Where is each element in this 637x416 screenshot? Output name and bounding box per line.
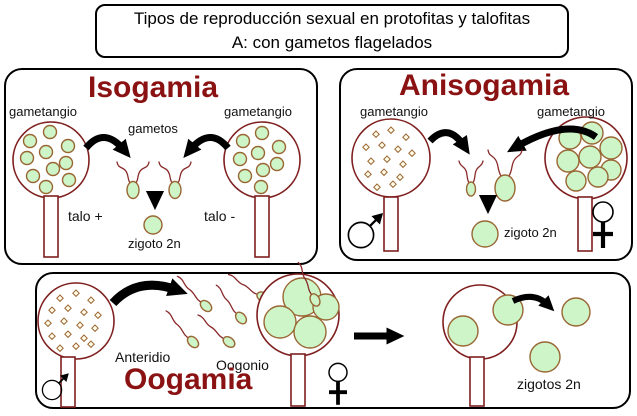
anisogamia-left-arrow — [427, 129, 470, 155]
isogamia-panel — [4, 68, 318, 265]
anisogamia-gametangio-left-label: gametangio — [360, 104, 428, 119]
oogamia-release-arrow — [109, 278, 188, 307]
isogamia-right-arrow — [183, 134, 231, 158]
isogamia-right-gametes-dots — [232, 125, 287, 195]
title-line2: A: con gametos flagelados — [231, 33, 433, 52]
oogamia-panel — [35, 272, 631, 409]
anisogamia-male-gametangium — [351, 118, 431, 252]
anisogamia-zigoto-label: zigoto 2n — [504, 225, 557, 240]
female-symbol-icon — [327, 361, 349, 407]
isogamia-title: Isogamia — [88, 71, 219, 104]
anisogamia-gametangio-right-label: gametangio — [537, 104, 605, 119]
oogamia-title: Oogamia — [124, 363, 253, 396]
oogamia-zygote-release-arrow — [511, 293, 555, 312]
anisogamia-right-arrow — [506, 125, 599, 153]
anisogamia-microgametes-dots — [362, 126, 416, 192]
oogamia-eggs — [263, 277, 340, 349]
anisogamia-zygote — [471, 220, 499, 248]
isogamia-gametangio-left-label: gametangio — [9, 104, 77, 119]
oogamia-swimming-sperm — [160, 268, 273, 352]
isogamia-zigoto-label: zigoto 2n — [128, 236, 181, 251]
anisogamia-large-gamete — [487, 149, 523, 202]
isogamia-gametangio-right-label: gametangio — [224, 104, 292, 119]
oogamia-sperm-dots — [44, 289, 102, 353]
oogamia-fertilized-oogonium — [442, 284, 524, 407]
female-symbol-icon — [593, 202, 613, 248]
anisogamia-title: Anisogamia — [398, 69, 570, 102]
oogamia-oogonium — [256, 261, 340, 407]
male-symbol-icon — [347, 211, 385, 249]
title-box: Tipos de reproducción sexual en protofit… — [95, 4, 569, 58]
oogamia-released-zygotes — [529, 297, 591, 373]
isogamia-right-gametangium — [223, 121, 301, 258]
anisogamia-small-gamete — [458, 160, 484, 197]
title-line1: Tipos de reproducción sexual en protofit… — [133, 9, 531, 28]
isogamia-left-gametangium — [12, 121, 90, 258]
isogamia-left-gametes-dots — [19, 124, 77, 195]
isogamia-zygote — [143, 215, 163, 235]
isogamia-talo-plus-label: talo + — [68, 208, 103, 224]
isogamia-gametos-label: gametos — [128, 121, 178, 136]
oogamia-antheridium — [37, 282, 115, 408]
oogamia-anteridio-label: Anteridio — [115, 349, 171, 365]
oogamia-zigotos-label: zigotos 2n — [517, 376, 581, 392]
isogamia-talo-minus-label: talo - — [204, 208, 236, 224]
isogamia-left-arrow — [83, 134, 131, 158]
anisogamia-panel — [339, 68, 633, 261]
anisogamia-female-gametangium — [544, 116, 628, 252]
oogamia-oogonio-label: Oogonio — [216, 357, 269, 373]
